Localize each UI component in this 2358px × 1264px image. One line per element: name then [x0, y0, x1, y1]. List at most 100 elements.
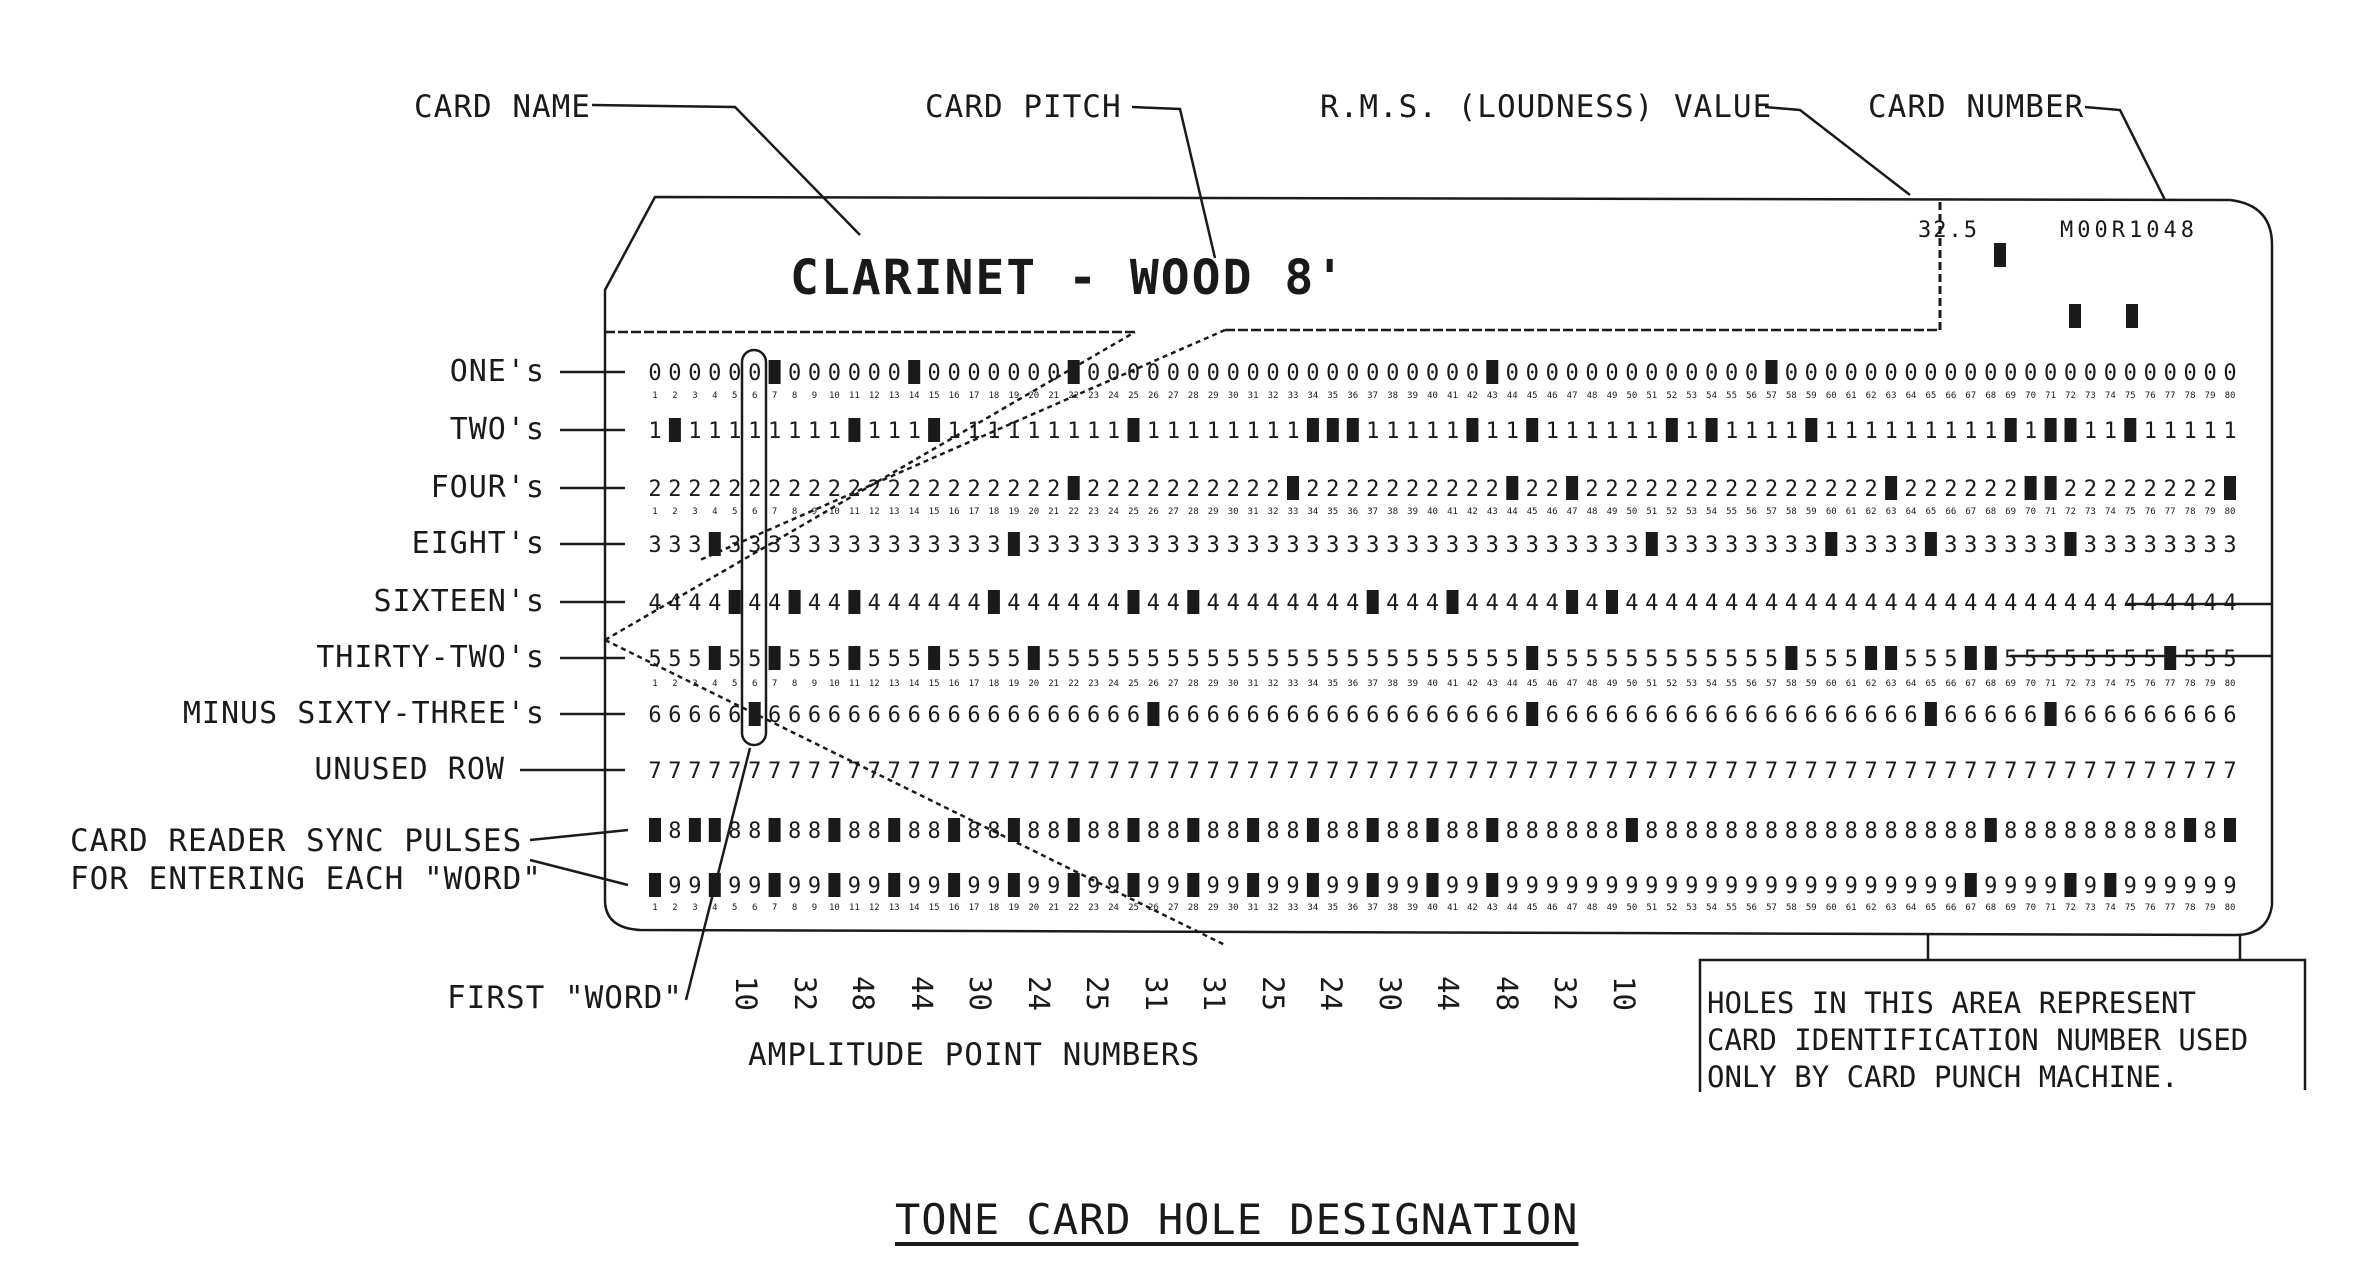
amplitude-point: 48: [1489, 976, 1524, 1011]
card-digit: 7: [1306, 759, 1319, 784]
card-digit: 1: [1147, 419, 1160, 444]
column-number: 71: [2045, 903, 2056, 913]
card-digit: 0: [2203, 361, 2216, 386]
card-digit: 1: [1605, 419, 1618, 444]
card-digit: 6: [1326, 703, 1339, 728]
column-number: 21: [1048, 679, 1059, 689]
card-digit: 0: [1904, 361, 1917, 386]
card-digit: 1: [708, 419, 721, 444]
column-number: 8: [792, 507, 797, 517]
column-number: 72: [2065, 679, 2076, 689]
card-digit: 1: [1266, 419, 1279, 444]
card-digit: 3: [1446, 533, 1459, 558]
column-number: 7: [772, 679, 777, 689]
column-number: 30: [1228, 507, 1239, 517]
column-number: 44: [1507, 391, 1518, 401]
punched-hole: [848, 646, 861, 670]
card-digit: 4: [768, 591, 781, 616]
card-digit: 3: [947, 533, 960, 558]
card-digit: 7: [1625, 759, 1638, 784]
punched-hole: [1027, 646, 1040, 670]
card-digit: 1: [1107, 419, 1120, 444]
card-digit: 8: [1087, 819, 1100, 844]
card-digit: 3: [708, 533, 721, 558]
card-digit: 3: [1486, 533, 1499, 558]
column-number: 51: [1646, 903, 1657, 913]
card-digit: 5: [1765, 647, 1778, 672]
column-number: 10: [829, 391, 840, 401]
card-digit: 6: [648, 703, 661, 728]
card-digit: 4: [2223, 591, 2236, 616]
card-digit: 0: [1266, 361, 1279, 386]
column-number: 3: [692, 903, 697, 913]
card-digit: 1: [2183, 419, 2196, 444]
card-digit: 2: [908, 477, 921, 502]
card-digit: 7: [1705, 759, 1718, 784]
card-digit: 6: [1127, 703, 1140, 728]
punched-hole: [948, 873, 961, 897]
row-label-eights: EIGHT's: [411, 526, 545, 561]
card-digit: 5: [908, 647, 921, 672]
card-digit: 9: [1426, 874, 1439, 899]
card-digit: 7: [1346, 759, 1359, 784]
card-digit: 0: [1725, 361, 1738, 386]
card-digit: 1: [1426, 419, 1439, 444]
punched-hole: [768, 646, 781, 670]
header-separator: [605, 328, 1940, 334]
card-digit: 0: [1227, 361, 1240, 386]
card-digit: 7: [688, 759, 701, 784]
column-number: 22: [1068, 903, 1079, 913]
card-digit: 0: [1446, 361, 1459, 386]
column-number: 25: [1128, 679, 1139, 689]
column-number: 55: [1726, 903, 1737, 913]
column-number: 47: [1567, 391, 1578, 401]
card-digit: 6: [1625, 703, 1638, 728]
card-digit: 6: [1107, 703, 1120, 728]
card-digit: 2: [1964, 477, 1977, 502]
card-digit: 2: [868, 477, 881, 502]
column-number: 44: [1507, 679, 1518, 689]
column-number: 78: [2185, 679, 2196, 689]
punched-hole: [1326, 418, 1339, 442]
card-digit: 4: [927, 591, 940, 616]
card-digit: 6: [728, 703, 741, 728]
card-digit: 6: [1306, 703, 1319, 728]
column-number: 72: [2065, 507, 2076, 517]
column-number: 49: [1607, 507, 1618, 517]
punched-hole: [1346, 418, 1359, 442]
card-digit: 1: [2223, 419, 2236, 444]
card-digit: 8: [688, 819, 701, 844]
column-number: 19: [1008, 507, 1019, 517]
card-digit: 5: [1087, 647, 1100, 672]
column-number: 14: [909, 903, 920, 913]
column-number: 37: [1367, 679, 1378, 689]
card-digit: 7: [2064, 759, 2077, 784]
card-digit: 2: [2124, 477, 2137, 502]
card-digit: 4: [1585, 591, 1598, 616]
card-digit: 0: [1306, 361, 1319, 386]
card-digit: 6: [848, 703, 861, 728]
card-digit: 2: [1227, 477, 1240, 502]
column-number: 25: [1128, 391, 1139, 401]
card-digit: 1: [1366, 419, 1379, 444]
card-digit: 4: [1506, 591, 1519, 616]
card-digit: 8: [1546, 819, 1559, 844]
column-number: 60: [1826, 679, 1837, 689]
card-digit: 5: [1585, 647, 1598, 672]
id-note-bracket: [1698, 935, 2307, 1092]
card-digit: 6: [1785, 703, 1798, 728]
card-digit: 1: [927, 419, 940, 444]
card-digit: 3: [1047, 533, 1060, 558]
card-digit: 5: [2024, 647, 2037, 672]
column-number: 39: [1407, 507, 1418, 517]
card-digit: 6: [1845, 703, 1858, 728]
card-digit: 6: [1386, 703, 1399, 728]
card-digit: 8: [1007, 819, 1020, 844]
card-digit: 9: [1087, 874, 1100, 899]
column-number: 69: [2005, 391, 2016, 401]
card-digit: 4: [1565, 591, 1578, 616]
card-digit: 6: [1585, 703, 1598, 728]
card-digit: 7: [2044, 759, 2057, 784]
card-digit: 0: [1984, 361, 1997, 386]
